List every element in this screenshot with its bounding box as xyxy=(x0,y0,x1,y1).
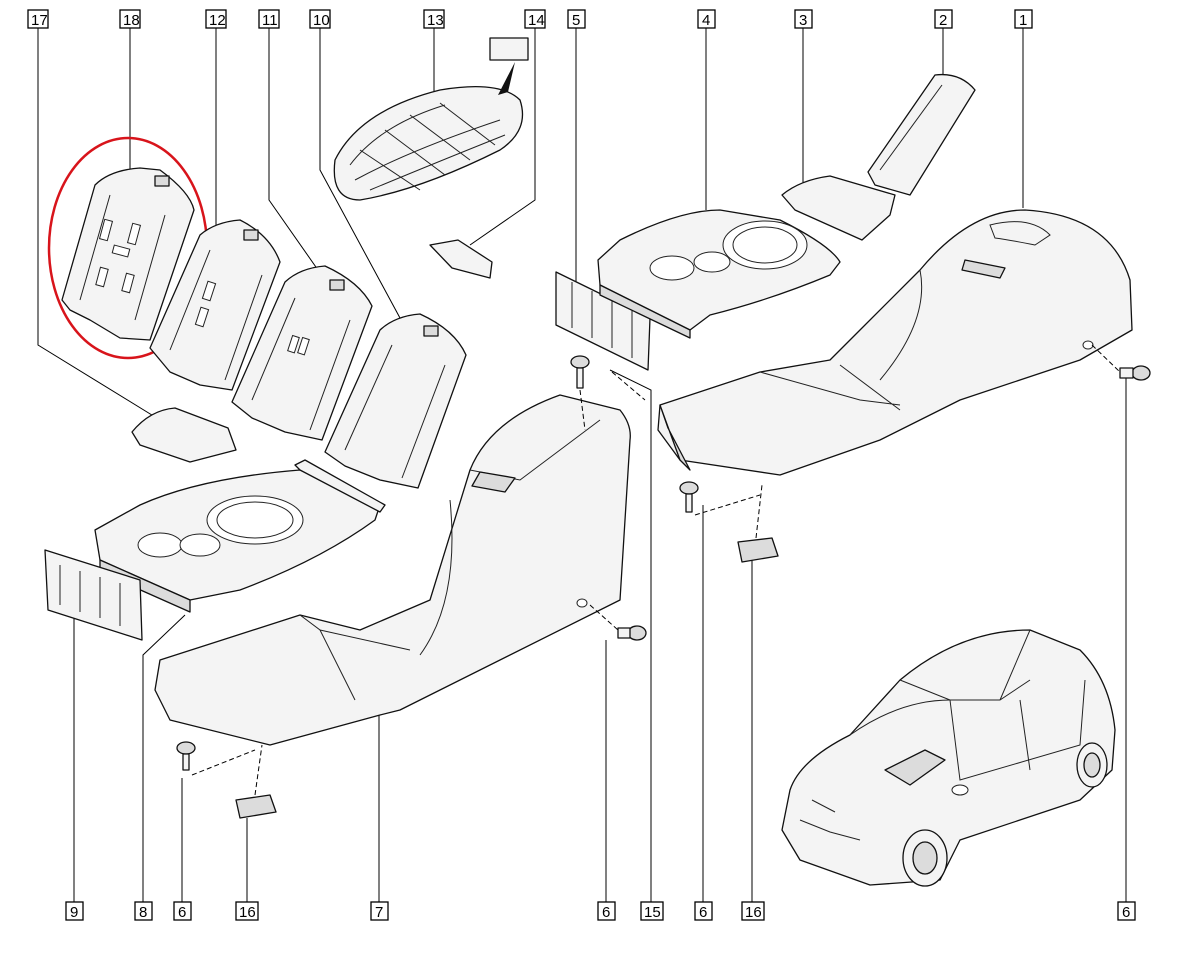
label-18[interactable]: 18 xyxy=(119,9,141,29)
label-15[interactable]: 15 xyxy=(640,901,664,921)
label-10[interactable]: 10 xyxy=(309,9,331,29)
label-17[interactable]: 17 xyxy=(27,9,49,29)
label-16-a[interactable]: 16 xyxy=(235,901,259,921)
svg-text:17: 17 xyxy=(31,12,48,29)
part-2-lid xyxy=(867,73,976,196)
part-13-armrest-pad xyxy=(333,37,529,279)
label-7[interactable]: 7 xyxy=(370,901,389,921)
label-9[interactable]: 9 xyxy=(65,901,84,921)
part-7-console-base xyxy=(154,394,631,746)
car-illustration xyxy=(781,629,1116,887)
leader-lines xyxy=(37,28,1127,902)
label-3[interactable]: 3 xyxy=(794,9,813,29)
svg-text:6: 6 xyxy=(178,904,186,921)
label-2[interactable]: 2 xyxy=(934,9,953,29)
svg-text:14: 14 xyxy=(528,12,545,29)
bottom-labels: 9 8 6 16 7 6 15 6 16 6 xyxy=(65,901,1136,921)
part-12-trim-panel xyxy=(149,219,281,391)
svg-text:6: 6 xyxy=(602,904,610,921)
label-4[interactable]: 4 xyxy=(697,9,716,29)
svg-text:12: 12 xyxy=(209,12,226,29)
part-3-cover xyxy=(781,175,896,241)
part-8-cupholder-tray xyxy=(94,459,386,613)
label-13[interactable]: 13 xyxy=(423,9,445,29)
part-10-trim-panel xyxy=(324,313,467,489)
label-12[interactable]: 12 xyxy=(205,9,227,29)
label-6-d[interactable]: 6 xyxy=(1117,901,1136,921)
svg-text:16: 16 xyxy=(239,904,256,921)
svg-text:7: 7 xyxy=(375,904,383,921)
top-labels: 17 18 12 11 10 13 14 5 4 3 2 1 xyxy=(27,9,1033,29)
fasteners-left xyxy=(176,355,647,819)
svg-text:15: 15 xyxy=(644,904,661,921)
part-17-cover xyxy=(131,407,237,463)
part-4-cupholder-tray xyxy=(597,209,841,339)
part-11-trim-panel xyxy=(231,265,373,441)
label-5[interactable]: 5 xyxy=(567,9,586,29)
label-11[interactable]: 11 xyxy=(258,9,280,29)
part-9-bracket xyxy=(44,549,143,641)
svg-text:1: 1 xyxy=(1019,12,1027,29)
label-6-a[interactable]: 6 xyxy=(173,901,192,921)
svg-text:2: 2 xyxy=(939,12,947,29)
label-16-b[interactable]: 16 xyxy=(741,901,765,921)
svg-text:8: 8 xyxy=(139,904,147,921)
svg-text:11: 11 xyxy=(262,12,278,29)
label-14[interactable]: 14 xyxy=(524,9,546,29)
svg-text:4: 4 xyxy=(702,12,710,29)
svg-text:10: 10 xyxy=(313,12,330,29)
label-6-c[interactable]: 6 xyxy=(694,901,713,921)
svg-text:9: 9 xyxy=(70,904,78,921)
svg-text:6: 6 xyxy=(1122,904,1130,921)
svg-text:5: 5 xyxy=(572,12,580,29)
svg-text:13: 13 xyxy=(427,12,444,29)
svg-text:18: 18 xyxy=(123,12,140,29)
fasteners-right xyxy=(611,344,1151,563)
label-8[interactable]: 8 xyxy=(134,901,153,921)
svg-text:6: 6 xyxy=(699,904,707,921)
label-1[interactable]: 1 xyxy=(1014,9,1033,29)
part-18-trim-panel xyxy=(61,167,195,341)
part-1-console-assembled xyxy=(657,209,1133,476)
svg-text:16: 16 xyxy=(745,904,762,921)
label-6-b[interactable]: 6 xyxy=(597,901,616,921)
svg-text:3: 3 xyxy=(799,12,807,29)
